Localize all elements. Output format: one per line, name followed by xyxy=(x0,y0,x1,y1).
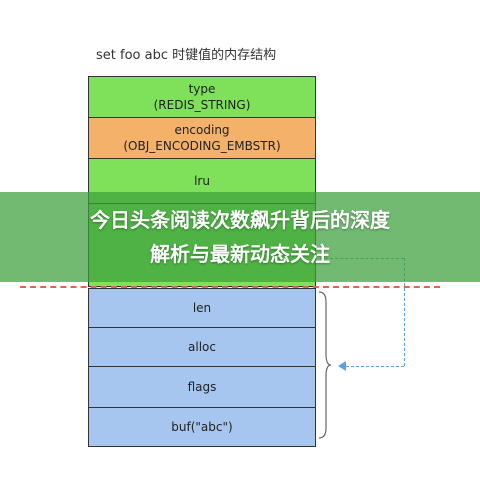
pointer-line-bottom xyxy=(346,366,404,367)
type-label: type xyxy=(188,82,216,96)
encoding-label: encoding xyxy=(174,123,230,137)
separator-dashed-line xyxy=(20,286,440,288)
flags-label: flags xyxy=(187,380,217,394)
arrow-left-icon xyxy=(338,361,346,371)
pointer-line-vertical xyxy=(404,258,405,366)
buf-field: buf("abc") xyxy=(88,407,316,447)
flags-field: flags xyxy=(88,366,316,408)
brace-icon xyxy=(318,291,332,439)
headline-line-2: 解析与最新动态关注 xyxy=(150,242,330,266)
encoding-field: encoding (OBJ_ENCODING_EMBSTR) xyxy=(88,117,316,159)
headline-banner: 今日头条阅读次数飙升背后的深度 解析与最新动态关注 xyxy=(0,192,480,282)
type-field: type (REDIS_STRING) xyxy=(88,76,316,118)
lru-label: lru xyxy=(194,174,210,188)
diagram-title: set foo abc 时键值的内存结构 xyxy=(96,48,277,63)
len-field: len xyxy=(88,288,316,328)
alloc-label: alloc xyxy=(188,340,216,354)
headline-line-1: 今日头条阅读次数飙升背后的深度 xyxy=(90,208,390,232)
encoding-value: (OBJ_ENCODING_EMBSTR) xyxy=(123,139,281,153)
type-value: (REDIS_STRING) xyxy=(153,98,251,112)
buf-label: buf("abc") xyxy=(171,420,233,434)
alloc-field: alloc xyxy=(88,327,316,367)
len-label: len xyxy=(192,301,212,315)
